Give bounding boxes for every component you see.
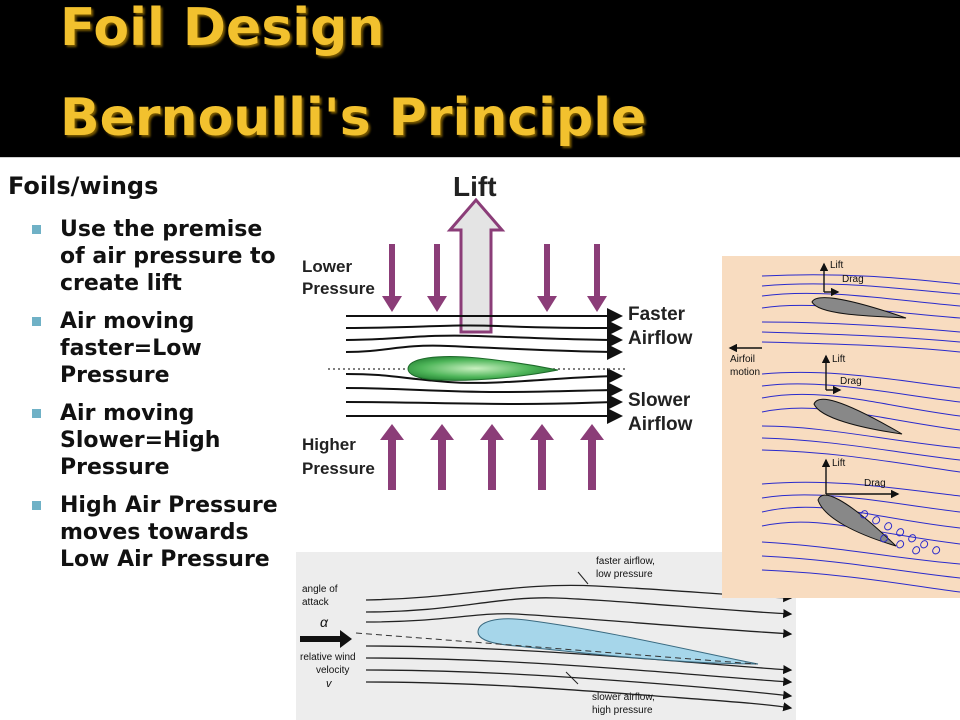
velocity-symbol: v [326, 678, 333, 690]
lift-label: Lift [453, 171, 497, 202]
angle-of-attack-label: angle of [302, 584, 338, 595]
bullet-item: Air moving faster=Low Pressure [30, 308, 292, 389]
slower-airflow-label: slower airflow, [592, 692, 655, 703]
streamlines-panel-2 [761, 371, 960, 473]
callout-line [577, 571, 589, 585]
angle-of-attack-diagram: faster airflow, low pressure angle of at… [296, 552, 796, 720]
relative-wind-label: relative wind [300, 652, 356, 663]
lift-label: Lift [830, 260, 844, 271]
force-vectors [728, 262, 900, 499]
lift-label: Lift [832, 354, 846, 365]
airfoil-panel-3 [817, 494, 897, 547]
lower-pressure-label: Pressure [302, 279, 375, 298]
lift-pressure-diagram: Lift Lower Pressure Higher Pressure Fast… [298, 162, 698, 497]
title-bar [0, 0, 960, 152]
velocity-label: velocity [316, 665, 349, 676]
streamlines-panel-1 [761, 274, 960, 353]
high-pressure-label: high pressure [592, 705, 653, 716]
callout-line [565, 671, 579, 685]
drag-label: Drag [864, 478, 886, 489]
bullet-item: High Air Pressure moves towards Low Air … [30, 492, 292, 573]
blue-airfoil [477, 618, 759, 665]
airfoil-panel-2 [813, 398, 903, 435]
slide-title-line-2: Bernoulli's Principle [60, 88, 647, 148]
faster-airflow-label: faster airflow, [596, 556, 655, 567]
drag-label: Drag [842, 274, 864, 285]
alpha-symbol: α [320, 614, 329, 630]
angle-of-attack-label: attack [302, 597, 330, 608]
airfoil-stall-diagram: Lift Drag Lift Drag Lift Drag Airfoil mo… [722, 256, 960, 598]
faster-airflow-label: Airflow [628, 328, 693, 349]
airfoil-panel-1 [811, 297, 907, 319]
airfoil-motion-label: motion [730, 367, 760, 378]
higher-pressure-label: Higher [302, 435, 356, 454]
bullet-item: Air moving Slower=High Pressure [30, 400, 292, 481]
content-heading: Foils/wings [8, 172, 159, 200]
title-divider [0, 152, 960, 157]
relative-wind-arrow [300, 630, 352, 648]
slide-title-line-1: Foil Design [60, 0, 385, 58]
chord-line [355, 632, 757, 665]
drag-label: Drag [840, 376, 862, 387]
lower-pressure-arrows [382, 244, 607, 312]
higher-pressure-label: Pressure [302, 459, 375, 478]
lift-arrow [446, 197, 506, 334]
green-airfoil [407, 356, 559, 381]
lower-pressure-label: Lower [302, 257, 352, 276]
lift-label: Lift [832, 458, 846, 469]
slower-airflow-label: Slower [628, 390, 691, 411]
low-pressure-label: low pressure [596, 569, 653, 580]
bullet-marker [32, 409, 41, 418]
bullet-item: Use the premise of air pressure to creat… [30, 216, 292, 297]
turbulence-swirls [860, 510, 941, 555]
airfoil-motion-label: Airfoil [730, 354, 755, 365]
bullet-marker [32, 317, 41, 326]
bullet-list: Use the premise of air pressure to creat… [30, 216, 292, 584]
bullet-marker [32, 225, 41, 234]
higher-pressure-arrows [380, 424, 604, 490]
title-divider-highlight [0, 157, 960, 158]
streamlines [345, 308, 623, 424]
bullet-marker [32, 501, 41, 510]
faster-airflow-label: Faster [628, 304, 686, 325]
slower-airflow-label: Airflow [628, 414, 693, 435]
